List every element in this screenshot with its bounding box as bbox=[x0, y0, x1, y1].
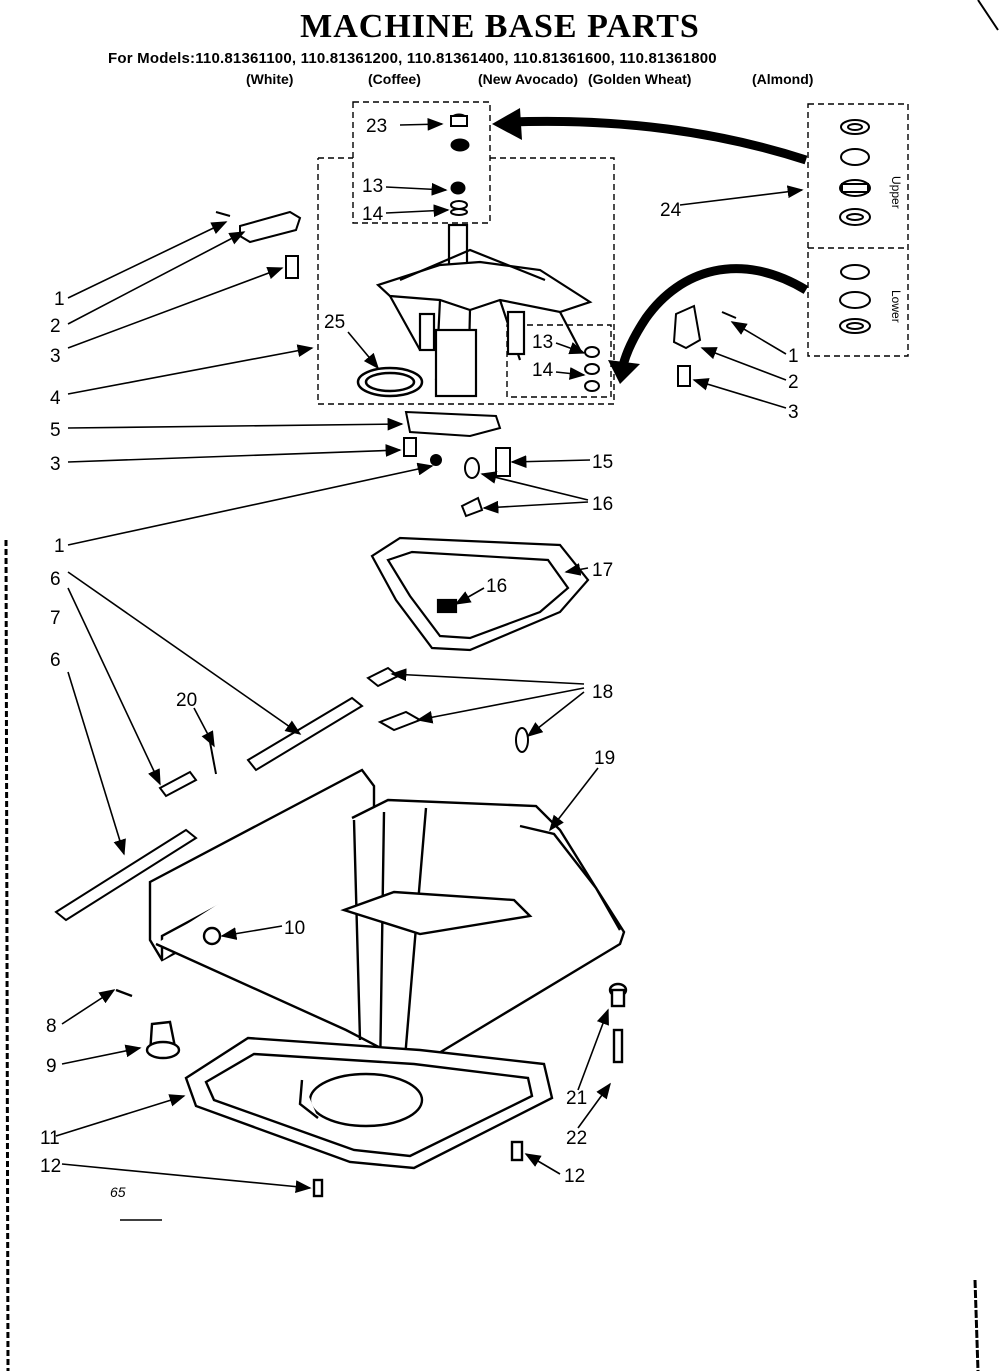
callout-18: 18 bbox=[592, 682, 613, 703]
callout-10: 10 bbox=[284, 918, 305, 939]
callout-14-right: 14 bbox=[532, 360, 554, 381]
scan-edges bbox=[4, 0, 999, 1371]
color-coffee: (Coffee) bbox=[368, 71, 421, 87]
dashed-boxes bbox=[317, 101, 909, 405]
callout-12-right: 12 bbox=[564, 1166, 585, 1187]
color-new-avocado: (New Avocado) bbox=[478, 71, 579, 87]
callout-5: 5 bbox=[50, 420, 61, 441]
callout-7: 7 bbox=[50, 608, 61, 629]
callout-13-right: 13 bbox=[532, 332, 553, 353]
callout-1-right: 1 bbox=[788, 346, 799, 367]
seal-stack-right bbox=[584, 346, 600, 392]
callout-16-lower: 16 bbox=[486, 576, 507, 597]
callout-23: 23 bbox=[366, 116, 387, 137]
color-golden-wheat: (Golden Wheat) bbox=[588, 71, 692, 87]
callout-8: 8 bbox=[46, 1016, 57, 1037]
callout-15: 15 bbox=[592, 452, 613, 473]
callout-17: 17 bbox=[592, 560, 613, 581]
drive-bracket bbox=[403, 410, 511, 518]
page-title: MACHINE BASE PARTS bbox=[300, 8, 700, 45]
motor-mount-plate bbox=[370, 536, 590, 652]
callout-3-right: 3 bbox=[788, 402, 799, 423]
inset-upper-label: Upper bbox=[889, 176, 903, 209]
rail-parts bbox=[54, 666, 529, 922]
callout-2-right: 2 bbox=[788, 372, 799, 393]
callout-3-middle: 3 bbox=[50, 454, 61, 475]
callout-25: 25 bbox=[324, 312, 345, 333]
inset-lower-label: Lower bbox=[889, 290, 903, 323]
callout-6-upper: 6 bbox=[50, 569, 61, 590]
callout-24: 24 bbox=[660, 200, 682, 221]
models-line: For Models:110.81361100, 110.81361200, 1… bbox=[108, 50, 717, 67]
color-almond: (Almond) bbox=[752, 71, 814, 87]
seal-kit-inset bbox=[839, 119, 871, 334]
callout-16-upper: 16 bbox=[592, 494, 613, 515]
callout-19: 19 bbox=[594, 748, 615, 769]
callout-12-left: 12 bbox=[40, 1156, 61, 1177]
callout-11: 11 bbox=[40, 1128, 60, 1149]
callout-9: 9 bbox=[46, 1056, 57, 1077]
callout-13-upper: 13 bbox=[362, 176, 383, 197]
callout-1-middle: 1 bbox=[54, 536, 65, 557]
gearcase-assembly bbox=[375, 223, 593, 398]
cabinet-base-frame bbox=[115, 768, 628, 1198]
seal-stack-upper bbox=[450, 113, 470, 216]
callout-1-left: 1 bbox=[54, 289, 65, 310]
callout-14-upper: 14 bbox=[362, 204, 384, 225]
callout-numbers: 23 13 14 24 1 2 3 4 25 13 14 1 2 3 5 3 1… bbox=[40, 116, 799, 1187]
seal-ring-25 bbox=[356, 366, 424, 398]
inset-arrows bbox=[492, 108, 809, 384]
callout-21: 21 bbox=[566, 1088, 587, 1109]
clip-hardware-left bbox=[215, 210, 302, 279]
callout-22: 22 bbox=[566, 1128, 587, 1149]
color-white: (White) bbox=[246, 71, 294, 87]
callout-20: 20 bbox=[176, 690, 197, 711]
callout-6-lower: 6 bbox=[50, 650, 61, 671]
callout-3-left: 3 bbox=[50, 346, 61, 367]
clip-hardware-right bbox=[672, 304, 737, 387]
callout-4: 4 bbox=[50, 388, 61, 409]
page-code: 65 bbox=[110, 1184, 126, 1200]
callout-2-left: 2 bbox=[50, 316, 61, 337]
leader-lines bbox=[55, 117, 804, 1193]
